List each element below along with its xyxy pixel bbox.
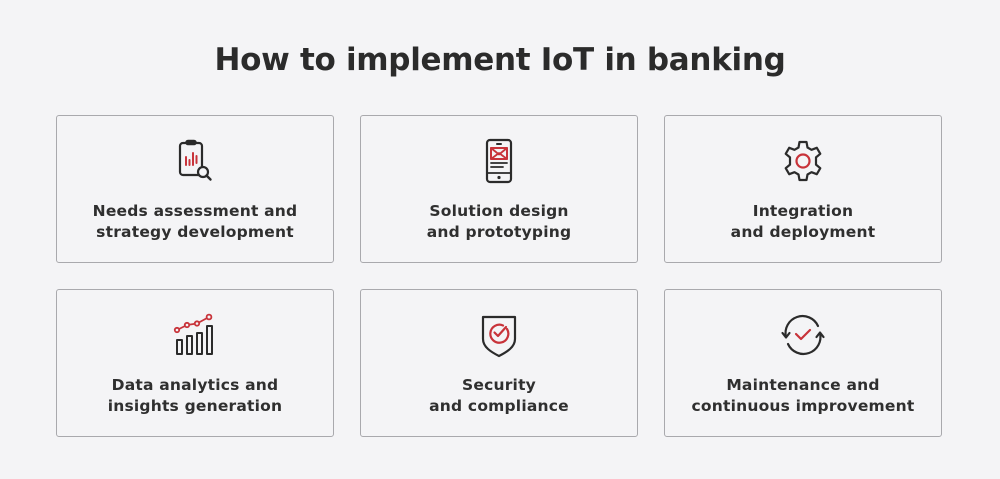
refresh-check-icon	[780, 312, 826, 358]
card-label: Integration and deployment	[730, 202, 876, 241]
clipboard-chart-search-icon	[172, 138, 218, 184]
card-solution-design: Solution design and prototyping	[360, 115, 638, 263]
card-data-analytics: Data analytics and insights generation	[56, 289, 334, 437]
card-maintenance: Maintenance and continuous improvement	[664, 289, 942, 437]
mobile-message-icon	[476, 138, 522, 184]
card-label: Security and compliance	[429, 376, 569, 415]
card-label: Solution design and prototyping	[426, 202, 572, 241]
card-needs-assessment: Needs assessment and strategy developmen…	[56, 115, 334, 263]
page-title: How to implement IoT in banking	[214, 42, 786, 78]
shield-check-icon	[476, 312, 522, 358]
card-label: Data analytics and insights generation	[107, 376, 283, 415]
growth-chart-icon	[172, 312, 218, 358]
card-security: Security and compliance	[360, 289, 638, 437]
card-label: Needs assessment and strategy developmen…	[92, 202, 298, 241]
gear-icon	[780, 138, 826, 184]
card-integration: Integration and deployment	[664, 115, 942, 263]
card-label: Maintenance and continuous improvement	[691, 376, 915, 415]
